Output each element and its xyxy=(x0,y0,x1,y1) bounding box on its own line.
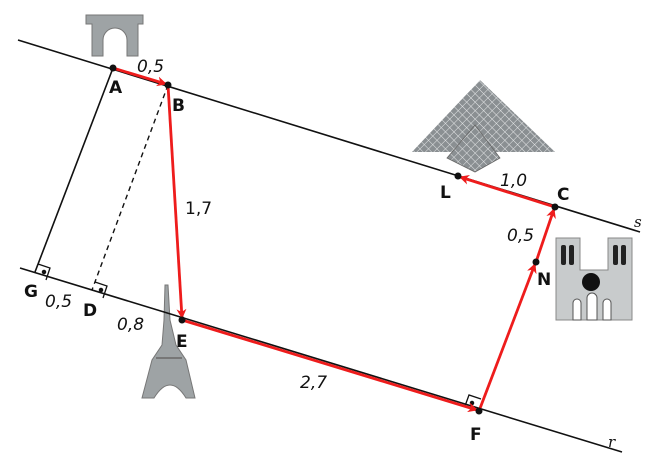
label-A: A xyxy=(109,78,123,98)
right-angle-marks xyxy=(37,263,482,407)
length-AB: 0,5 xyxy=(137,57,164,77)
length-BE: 1,7 xyxy=(185,199,212,219)
label-G: G xyxy=(24,282,38,302)
segment-BD xyxy=(91,84,169,291)
route xyxy=(112,66,556,413)
length-EF: 2,7 xyxy=(300,373,327,393)
label-C: C xyxy=(557,185,569,205)
label-N: N xyxy=(537,270,551,290)
arc-de-triomphe-icon xyxy=(85,14,144,57)
line-r xyxy=(19,267,623,453)
length-GD: 0,5 xyxy=(45,292,72,312)
label-E: E xyxy=(176,332,188,352)
eiffel-tower-icon xyxy=(141,284,196,399)
segment-AG xyxy=(34,67,114,273)
label-line-s: s xyxy=(634,213,642,231)
label-F: F xyxy=(470,425,482,445)
louvre-pyramid-icon xyxy=(412,80,555,173)
label-B: B xyxy=(172,96,185,116)
length-CL: 1,0 xyxy=(500,171,527,191)
length-NC: 0,5 xyxy=(507,226,534,246)
notre-dame-icon xyxy=(555,237,633,321)
label-D: D xyxy=(83,301,97,321)
points xyxy=(109,64,559,415)
length-DE: 0,8 xyxy=(117,315,144,335)
label-line-r: r xyxy=(608,433,616,451)
label-L: L xyxy=(440,183,451,203)
